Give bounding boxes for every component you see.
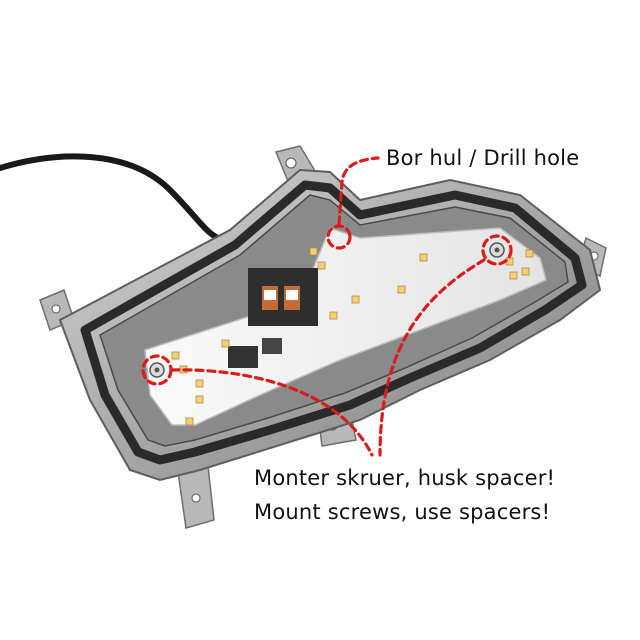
led <box>317 261 326 270</box>
mount-screws-label-danish: Monter skruer, husk spacer! <box>254 466 556 490</box>
power-cable <box>0 153 221 241</box>
led <box>521 267 530 276</box>
led <box>195 395 204 404</box>
tab-hole <box>51 304 61 314</box>
right-screw-leader <box>378 258 486 457</box>
led <box>351 295 360 304</box>
tab-hole <box>191 493 201 503</box>
rubber-gasket <box>80 180 587 465</box>
led <box>509 271 518 280</box>
screw-post-right <box>489 242 505 258</box>
led <box>185 417 194 426</box>
tab-hole <box>285 157 297 169</box>
led <box>419 253 428 262</box>
led <box>195 379 204 388</box>
led <box>397 285 406 294</box>
mount-screws-label-english: Mount screws, use spacers! <box>254 500 551 524</box>
led <box>221 339 230 348</box>
screw-post-left <box>149 362 165 378</box>
drill-hole-label: Bor hul / Drill hole <box>386 146 580 170</box>
led <box>525 249 534 258</box>
annotation-markers <box>141 156 513 457</box>
connector-module <box>228 268 318 368</box>
screw-marker-right <box>481 234 513 266</box>
drill-hole-leader <box>337 156 380 226</box>
led <box>309 247 318 256</box>
drill-hole-marker <box>326 224 352 250</box>
left-screw-leader <box>170 368 374 457</box>
led <box>329 311 338 320</box>
led <box>171 351 180 360</box>
